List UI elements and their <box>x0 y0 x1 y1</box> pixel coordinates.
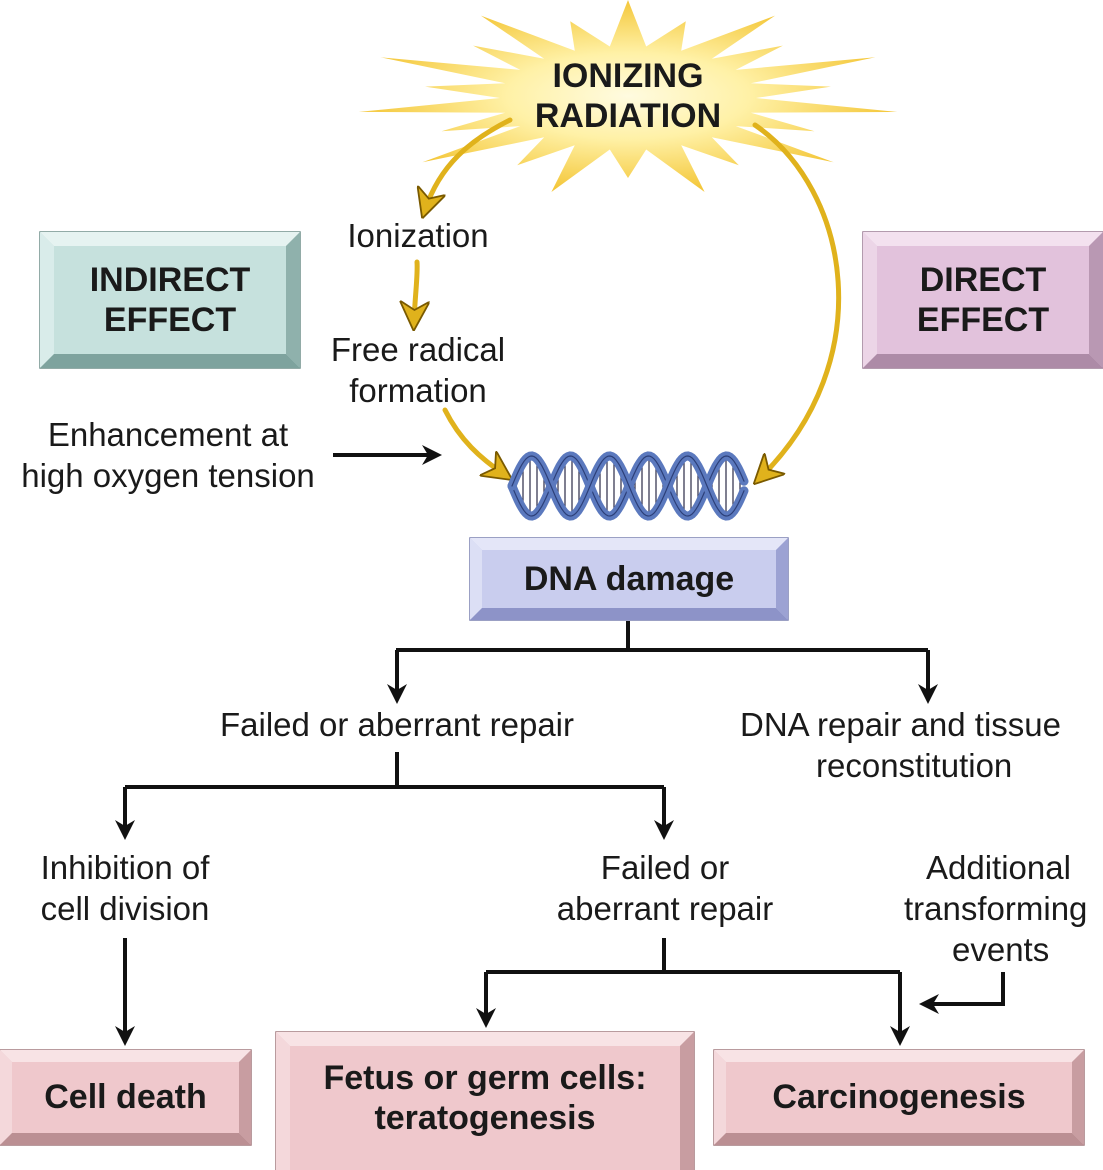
inhibition-line2: cell division <box>40 890 210 927</box>
arrow-to-dna-indirect <box>442 407 505 475</box>
dna-helix-icon <box>507 451 749 521</box>
enhancement-label: Enhancement at high oxygen tension <box>0 414 336 496</box>
dna-repair-label: DNA repair and tissue reconstitution <box>740 704 1103 786</box>
free-radical-line2: formation <box>349 372 487 409</box>
free-radical-line1: Free radical <box>330 331 506 368</box>
fetus-line2: teratogenesis <box>374 1099 596 1137</box>
carcinogenesis-box <box>713 1049 1085 1146</box>
arrow-to-free-radical <box>414 259 417 322</box>
carcinogenesis-label: Carcinogenesis <box>772 1078 1026 1116</box>
helix-strand-b <box>507 451 749 521</box>
free-radical-label: Free radical formation <box>300 329 536 411</box>
direct-line2: EFFECT <box>916 301 1050 339</box>
arrow-additional-events <box>919 972 1005 1014</box>
radiation-burst-icon <box>358 0 898 192</box>
branch-dna-damage <box>396 621 928 652</box>
additional-events-label: Additional transforming events <box>900 847 1103 970</box>
fetus-box <box>275 1031 695 1170</box>
failed-repair-mid-label: Failed or aberrant repair <box>530 847 800 929</box>
branch-failed-repair <box>125 752 664 789</box>
direct-effect-box <box>862 231 1103 369</box>
cell-death-label: Cell death <box>44 1078 207 1116</box>
dna-damage-label: DNA damage <box>523 560 735 598</box>
additional-line3: events <box>952 931 1050 968</box>
flow-arrows <box>115 445 1005 1046</box>
sun-line1: IONIZING <box>552 57 704 95</box>
failed-repair-mid-line2: aberrant repair <box>556 890 774 927</box>
yellow-arrows <box>414 117 842 478</box>
failed-repair-top-label: Failed or aberrant repair <box>219 706 574 743</box>
direct-effect-label: DIRECT EFFECT <box>877 260 1089 340</box>
enhancement-line2: high oxygen tension <box>21 457 315 494</box>
indirect-effect-box <box>39 231 301 369</box>
fetus-label: Fetus or germ cells: teratogenesis <box>290 1058 680 1138</box>
cell-death-box <box>0 1049 252 1146</box>
inhibition-line1: Inhibition of <box>40 849 210 886</box>
ionization-label: Ionization <box>347 217 489 254</box>
branch-failed-repair-mid <box>486 938 900 974</box>
ionizing-radiation-title: IONIZING RADIATION <box>500 56 756 136</box>
enhancement-line1: Enhancement at <box>47 416 289 453</box>
dna-repair-line2: reconstitution <box>816 747 1013 784</box>
inhibition-label: Inhibition of cell division <box>0 847 250 929</box>
direct-line1: DIRECT <box>919 261 1047 299</box>
additional-line1: Additional <box>926 849 1071 886</box>
additional-line2: transforming <box>904 890 1088 927</box>
arrow-to-ionization <box>425 117 513 210</box>
failed-repair-mid-line1: Failed or <box>600 849 730 886</box>
fetus-line1: Fetus or germ cells: <box>323 1059 647 1097</box>
arrow-to-dna-direct <box>755 122 842 478</box>
indirect-line1: INDIRECT <box>89 261 251 299</box>
dna-repair-line1: DNA repair and tissue <box>740 706 1061 743</box>
helix-strand-b-outline <box>511 455 745 517</box>
sun-line2: RADIATION <box>534 97 722 135</box>
indirect-line2: EFFECT <box>103 301 237 339</box>
dna-damage-box <box>469 537 789 621</box>
indirect-effect-label: INDIRECT EFFECT <box>54 260 286 340</box>
